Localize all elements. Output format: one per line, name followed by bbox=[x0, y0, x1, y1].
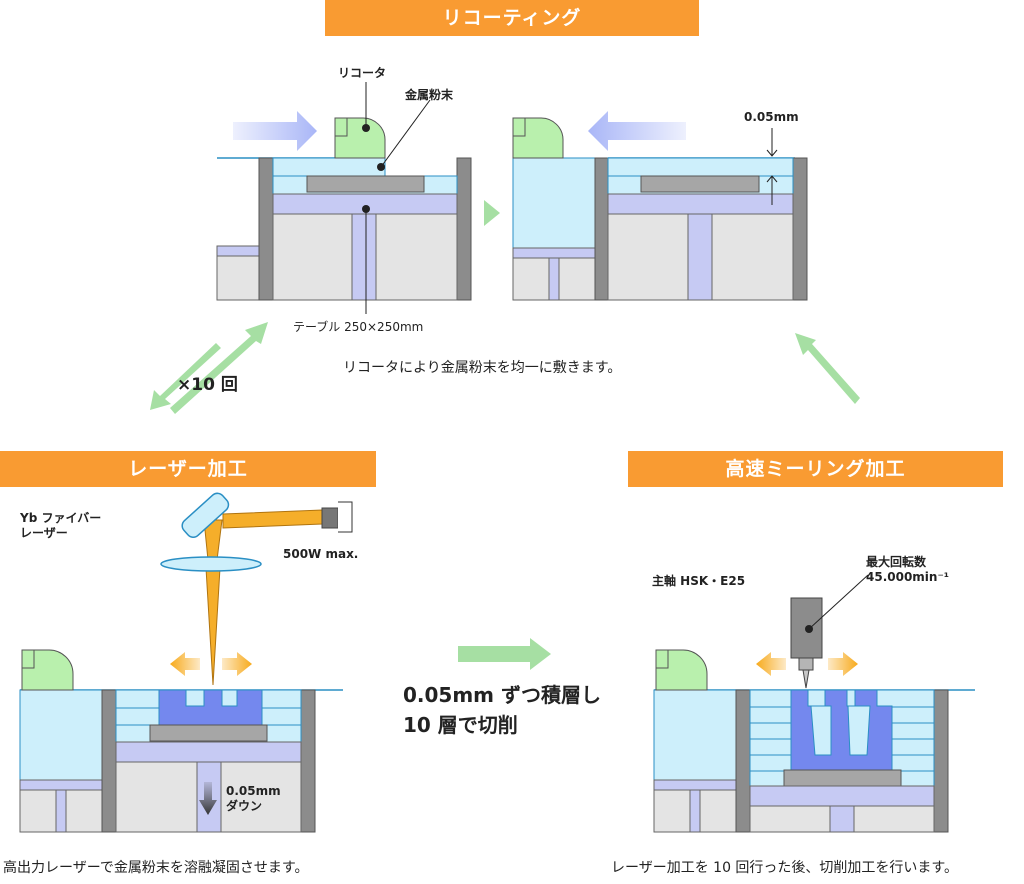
chamber-wall bbox=[735, 689, 751, 833]
chamber-wall bbox=[933, 689, 949, 833]
base-plate bbox=[306, 175, 425, 193]
chamber-wall bbox=[594, 157, 609, 301]
recoater-move-arrow bbox=[233, 111, 317, 151]
next-step-arrow bbox=[484, 200, 500, 226]
scan-arrow-right bbox=[222, 652, 252, 676]
mill-arrow-right bbox=[828, 652, 858, 676]
end-mill-tool bbox=[802, 669, 810, 689]
milling-caption: レーザー加工を 10 回行った後、切削加工を行います。 bbox=[611, 860, 959, 876]
recoater-blade bbox=[334, 117, 386, 159]
down-amount: 0.05mm bbox=[226, 784, 281, 798]
milled-part bbox=[790, 689, 893, 771]
repeat-count-label: ×10 回 bbox=[177, 375, 238, 395]
max-speed-label: 最大回転数 45.000min⁻¹ bbox=[866, 555, 949, 585]
powder-layer bbox=[607, 157, 794, 177]
powder-layer bbox=[272, 157, 386, 177]
recoating-panel-right bbox=[512, 111, 808, 301]
table-down-arrow bbox=[199, 782, 217, 815]
laser-source-line-2: レーザー bbox=[20, 526, 68, 540]
powder-hopper bbox=[512, 157, 596, 249]
mill-arrow-left bbox=[756, 652, 786, 676]
build-table bbox=[749, 785, 935, 807]
base-plate bbox=[149, 724, 268, 742]
metal-powder-label: 金属粉末 bbox=[405, 88, 454, 102]
cycle-arrow-return bbox=[795, 333, 860, 404]
down-word: ダウン bbox=[226, 799, 263, 813]
focus-lens bbox=[160, 556, 262, 572]
spindle-label: 主軸 HSK・E25 bbox=[652, 574, 746, 588]
chamber-wall bbox=[792, 157, 808, 301]
max-speed-value: 45.000min⁻¹ bbox=[866, 570, 950, 584]
laser-step-title: レーザー加工 bbox=[0, 451, 376, 487]
laser-caption: 高出力レーザーで金属粉末を溶融凝固させます。 bbox=[3, 860, 309, 876]
table-size-label: テーブル 250×250mm bbox=[293, 320, 424, 334]
recoater-blade bbox=[21, 649, 74, 691]
powder-hopper bbox=[19, 689, 103, 781]
table-shaft bbox=[351, 213, 377, 301]
down-label: 0.05mm ダウン bbox=[226, 784, 281, 814]
laser-emitter bbox=[321, 507, 339, 529]
recoater-blade bbox=[512, 117, 564, 159]
scan-arrow-left bbox=[170, 652, 200, 676]
chamber-wall bbox=[101, 689, 117, 833]
recoater-blade bbox=[655, 649, 708, 691]
galvo-mirror bbox=[181, 492, 230, 538]
powder-hopper bbox=[653, 689, 737, 781]
build-table bbox=[115, 741, 302, 763]
base-plate bbox=[640, 175, 760, 193]
layering-line-2: 10 層で切削 bbox=[403, 713, 518, 737]
laser-beam-horizontal bbox=[222, 509, 323, 529]
laser-beam-focus bbox=[205, 567, 221, 686]
layer-thickness-label: 0.05mm bbox=[744, 110, 799, 124]
milling-panel bbox=[653, 574, 975, 833]
cycle-arrow-down bbox=[150, 343, 221, 410]
chamber-wall bbox=[300, 689, 316, 833]
recoating-panel-left bbox=[216, 82, 472, 314]
cycle-arrow-up bbox=[170, 322, 268, 414]
layering-line-1: 0.05mm ずつ積層し bbox=[403, 683, 601, 707]
laser-source-line-1: Yb ファイバー bbox=[20, 511, 102, 525]
milling-step-title: 高速ミーリング加工 bbox=[628, 451, 1003, 487]
recoating-caption: リコータにより金属粉末を均一に敷きます。 bbox=[343, 360, 622, 376]
base-plate bbox=[783, 769, 902, 787]
laser-power-label: 500W max. bbox=[283, 547, 359, 561]
layering-statement: 0.05mm ずつ積層し 10 層で切削 bbox=[403, 680, 601, 740]
recoater-return-arrow bbox=[588, 111, 686, 151]
laser-source-label: Yb ファイバー レーザー bbox=[20, 511, 101, 541]
max-speed-title: 最大回転数 bbox=[866, 555, 927, 569]
laser-panel bbox=[19, 492, 353, 833]
chamber-wall bbox=[258, 157, 274, 301]
chamber-wall bbox=[456, 157, 472, 301]
sintered-part bbox=[158, 689, 263, 726]
to-milling-arrow bbox=[458, 638, 551, 670]
build-table bbox=[607, 193, 794, 215]
recoater-label: リコータ bbox=[338, 66, 387, 80]
recoating-step-title: リコーティング bbox=[325, 0, 699, 36]
